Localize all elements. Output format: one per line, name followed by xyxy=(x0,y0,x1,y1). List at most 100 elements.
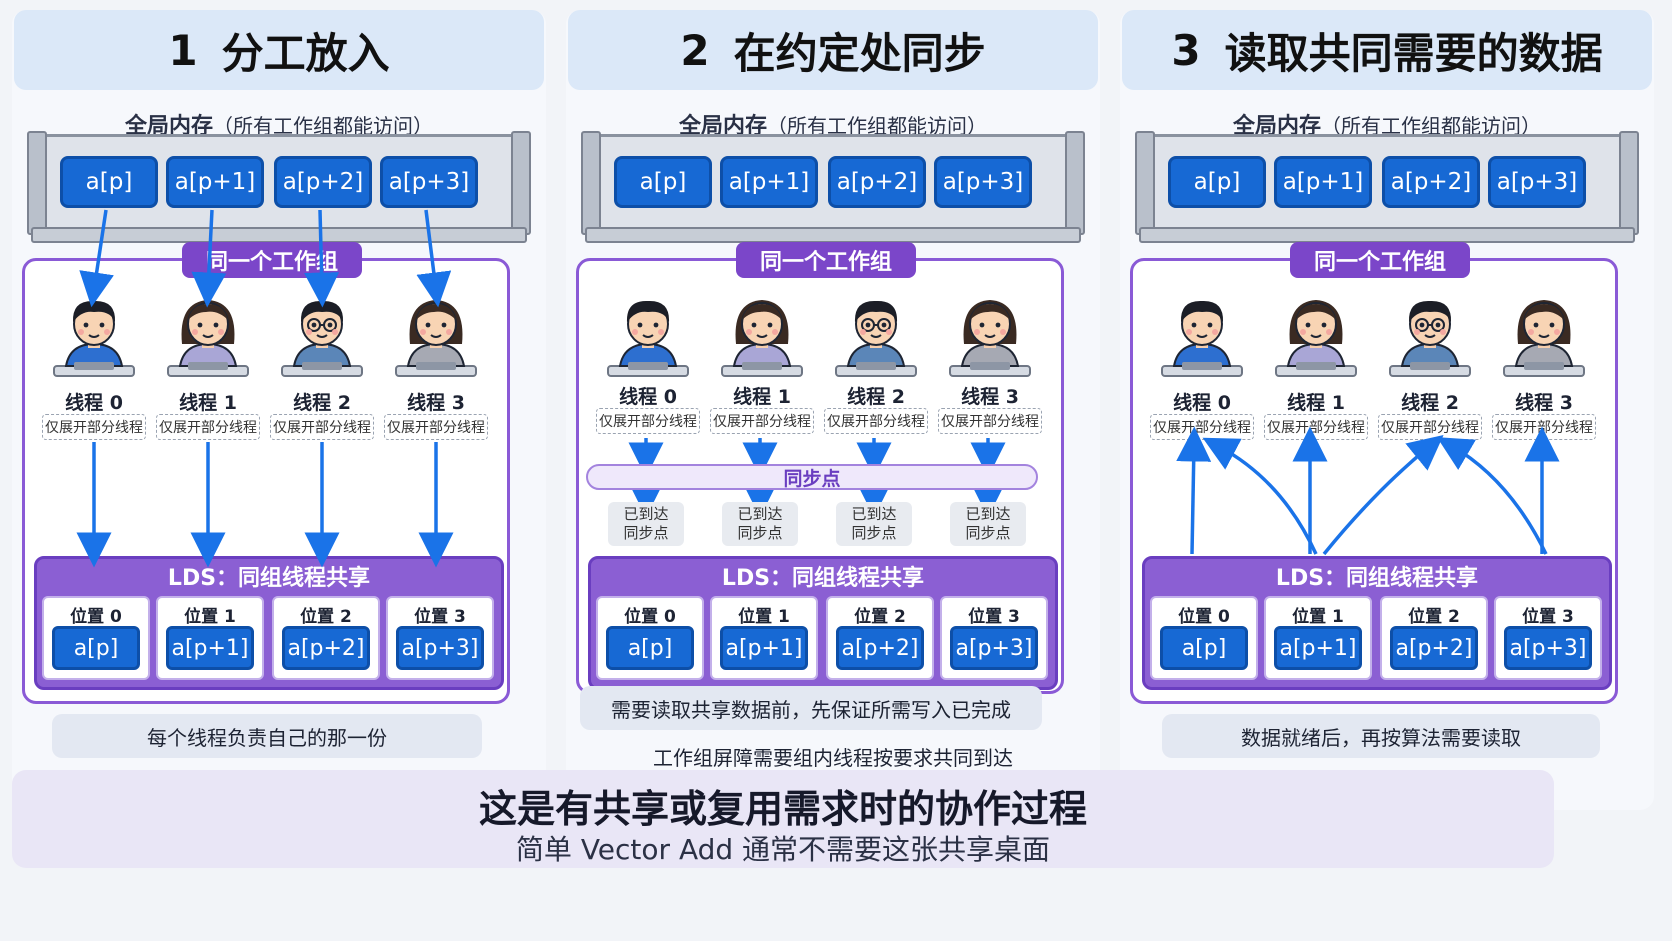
step-2-header: 2 在约定处同步 xyxy=(568,10,1098,90)
lds-slot-2-label: 位置 2 xyxy=(1408,607,1460,627)
thread-0-avatar xyxy=(598,292,698,386)
arrived-line-2: 同步点 xyxy=(851,524,897,542)
thread-0-label: 线程 0 xyxy=(1173,392,1231,414)
thread-3-label: 线程 3 xyxy=(961,386,1019,408)
lds-slot-1-label: 位置 1 xyxy=(184,607,236,627)
lds-slot-1-label: 位置 1 xyxy=(738,607,790,627)
thread-3-avatar xyxy=(1494,292,1594,386)
step-2-note: 工作组屏障需要组内线程按要求共同到达 xyxy=(653,746,1013,770)
arrived-line-1: 已到达 xyxy=(623,505,669,523)
thread-1-arrived-badge: 已到达同步点 xyxy=(722,502,798,546)
arrived-line-2: 同步点 xyxy=(965,524,1011,542)
lds-slot-0-value: a[p] xyxy=(606,626,694,670)
arrived-line-1: 已到达 xyxy=(851,505,897,523)
thread-2-label: 线程 2 xyxy=(293,392,351,414)
thread-1-note: 仅展开部分线程 xyxy=(710,408,814,434)
lds-slot-3-label: 位置 3 xyxy=(414,607,466,627)
lds-slot-1-value: a[p+1] xyxy=(1274,626,1362,670)
workgroup-tag: 同一个工作组 xyxy=(182,242,362,278)
thread-1-note: 仅展开部分线程 xyxy=(156,414,260,440)
thread-2-note: 仅展开部分线程 xyxy=(824,408,928,434)
arrived-line-1: 已到达 xyxy=(965,505,1011,523)
thread-3-arrived-badge: 已到达同步点 xyxy=(950,502,1026,546)
lds-slot-3-value: a[p+3] xyxy=(396,626,484,670)
thread-0-note: 仅展开部分线程 xyxy=(596,408,700,434)
thread-1-label: 线程 1 xyxy=(179,392,237,414)
global-memory-cell-1: a[p+1] xyxy=(1274,156,1372,208)
arrived-line-2: 同步点 xyxy=(737,524,783,542)
lds-title: LDS：同组线程共享 xyxy=(721,566,925,591)
thread-1-avatar xyxy=(712,292,812,386)
flow-arrows xyxy=(76,209,454,568)
lds-slot-0-value: a[p] xyxy=(52,626,140,670)
step-number: 3 xyxy=(1171,25,1201,75)
lds-title: LDS：同组线程共享 xyxy=(1275,566,1479,591)
step-title: 在约定处同步 xyxy=(733,28,986,78)
thread-1-label: 线程 1 xyxy=(1287,392,1345,414)
step-title: 分工放入 xyxy=(221,28,390,78)
thread-2-label: 线程 2 xyxy=(847,386,905,408)
step-3-header: 3 读取共同需要的数据 xyxy=(1122,10,1652,90)
thread-2-note: 仅展开部分线程 xyxy=(1378,414,1482,440)
global-memory-cell-2: a[p+2] xyxy=(274,156,372,208)
lds-slot-2-label: 位置 2 xyxy=(854,607,906,627)
flow-arrows xyxy=(1176,426,1560,556)
lds-slot-1-value: a[p+1] xyxy=(166,626,254,670)
step-3-caption: 数据就绪后，再按算法需要读取 xyxy=(1162,714,1600,758)
thread-0-note: 仅展开部分线程 xyxy=(42,414,146,440)
thread-2-note: 仅展开部分线程 xyxy=(270,414,374,440)
lds-slot-3-value: a[p+3] xyxy=(1504,626,1592,670)
global-memory-cell-0: a[p] xyxy=(1168,156,1266,208)
workgroup-tag: 同一个工作组 xyxy=(736,242,916,278)
lds-slot-3-label: 位置 3 xyxy=(1522,607,1574,627)
lds-slot-2-value: a[p+2] xyxy=(1390,626,1478,670)
flow-arrows xyxy=(628,438,1006,518)
arrived-line-1: 已到达 xyxy=(737,505,783,523)
lds-title: LDS：同组线程共享 xyxy=(167,566,371,591)
step-title: 读取共同需要的数据 xyxy=(1224,28,1603,78)
thread-2-label: 线程 2 xyxy=(1401,392,1459,414)
lds-slot-2-label: 位置 2 xyxy=(300,607,352,627)
sync-point-bar: 同步点 xyxy=(586,464,1038,490)
thread-0-label: 线程 0 xyxy=(619,386,677,408)
lds-slot-0-label: 位置 0 xyxy=(70,607,122,627)
footer-title: 这是有共享或复用需求时的协作过程 xyxy=(478,787,1087,831)
global-memory-cell-2: a[p+2] xyxy=(828,156,926,208)
thread-0-arrived-badge: 已到达同步点 xyxy=(608,502,684,546)
step-1-caption: 每个线程负责自己的那一份 xyxy=(52,714,482,758)
global-memory-cell-3: a[p+3] xyxy=(1488,156,1586,208)
global-memory-cell-3: a[p+3] xyxy=(380,156,478,208)
thread-1-label: 线程 1 xyxy=(733,386,791,408)
step-2-caption: 需要读取共享数据前，先保证所需写入已完成 xyxy=(580,686,1042,730)
thread-3-label: 线程 3 xyxy=(1515,392,1573,414)
lds-slot-0-label: 位置 0 xyxy=(1178,607,1230,627)
thread-3-avatar xyxy=(940,292,1040,386)
summary-footer: 这是有共享或复用需求时的协作过程 简单 Vector Add 通常不需要这张共享… xyxy=(12,770,1554,868)
lds-slot-0-value: a[p] xyxy=(1160,626,1248,670)
thread-3-avatar xyxy=(386,292,486,386)
arrived-line-2: 同步点 xyxy=(623,524,669,542)
lds-slot-3-value: a[p+3] xyxy=(950,626,1038,670)
global-memory-cell-1: a[p+1] xyxy=(720,156,818,208)
thread-2-avatar xyxy=(826,292,926,386)
lds-slot-2-value: a[p+2] xyxy=(282,626,370,670)
thread-0-avatar xyxy=(1152,292,1252,386)
global-memory-cell-0: a[p] xyxy=(614,156,712,208)
thread-3-note: 仅展开部分线程 xyxy=(938,408,1042,434)
thread-1-avatar xyxy=(1266,292,1366,386)
global-memory-cell-2: a[p+2] xyxy=(1382,156,1480,208)
thread-0-label: 线程 0 xyxy=(65,392,123,414)
thread-3-note: 仅展开部分线程 xyxy=(384,414,488,440)
thread-2-arrived-badge: 已到达同步点 xyxy=(836,502,912,546)
step-number: 2 xyxy=(680,25,710,75)
global-memory-cell-1: a[p+1] xyxy=(166,156,264,208)
lds-slot-1-value: a[p+1] xyxy=(720,626,808,670)
thread-3-label: 线程 3 xyxy=(407,392,465,414)
global-memory-cell-0: a[p] xyxy=(60,156,158,208)
global-memory-cell-3: a[p+3] xyxy=(934,156,1032,208)
lds-slot-3-label: 位置 3 xyxy=(968,607,1020,627)
